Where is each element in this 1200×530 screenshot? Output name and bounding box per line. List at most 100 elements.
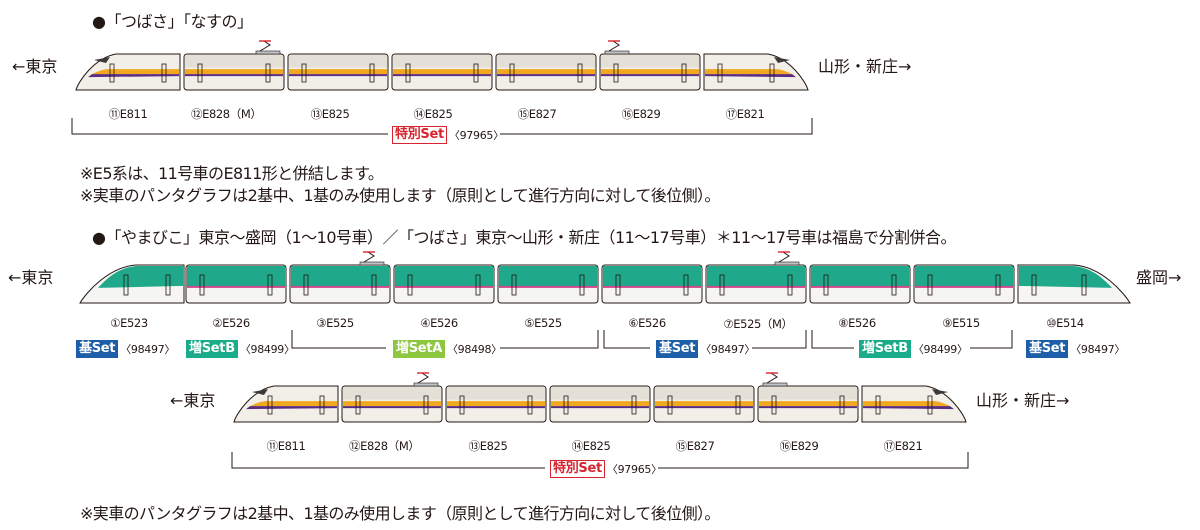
- door-icon: [509, 63, 515, 83]
- door-icon: [319, 395, 325, 415]
- e6-car-icon: [549, 385, 651, 423]
- pantograph-icon: [359, 251, 385, 266]
- set-badge: 基Set: [76, 340, 119, 358]
- door-icon: [301, 63, 307, 83]
- door-icon: [891, 274, 897, 296]
- set-code: 〈97965〉: [606, 463, 662, 476]
- set-bracket-line: [231, 452, 545, 469]
- e6-car-icon: [757, 385, 859, 423]
- car-label: ⑯E829: [779, 439, 819, 453]
- e6-car-icon: [287, 53, 389, 91]
- e5-nose-car-icon: [1017, 264, 1131, 304]
- section2-set-5: 増SetB 〈98499〉: [859, 340, 968, 358]
- e5-car-icon: [185, 264, 287, 304]
- set-badge: 特別Set: [392, 126, 447, 144]
- train-e6-bottom: [233, 372, 967, 423]
- door-icon: [369, 63, 375, 83]
- door-icon: [407, 274, 413, 296]
- door-icon: [423, 395, 429, 415]
- car-label: ⑫E828（M）: [349, 439, 420, 453]
- door-icon: [265, 63, 271, 83]
- e6-nose-car-icon: [75, 53, 181, 91]
- set-badge: 基Set: [656, 340, 699, 358]
- door-icon: [475, 274, 481, 296]
- e6-car-icon: [445, 385, 547, 423]
- section2-set-1: 基Set 〈98497〉: [76, 340, 175, 358]
- note-line: ※実車のパンタグラフは2基中、1基のみ使用します（原則として進行方向に対して後位…: [80, 504, 720, 523]
- e5-car-icon: [497, 264, 599, 304]
- door-icon: [717, 63, 723, 83]
- car-label: ⑭E825: [413, 107, 453, 121]
- section2-set-2: 増SetB 〈98499〉: [186, 340, 295, 358]
- door-icon: [199, 274, 205, 296]
- e6-nose-car-icon: [703, 53, 809, 91]
- e6-nose-car-icon: [233, 385, 339, 423]
- section2-set-6: 基Set 〈98497〉: [1026, 340, 1125, 358]
- door-icon: [473, 63, 479, 83]
- car-label: ⑬E825: [310, 107, 350, 121]
- door-icon: [927, 274, 933, 296]
- note-line: ※E5系は、11号車のE811形と併結します。: [80, 164, 384, 183]
- e6-car-icon: [599, 53, 701, 91]
- car-label: ①E523: [110, 316, 148, 330]
- section1-right-destination: 山形・新庄→: [818, 57, 912, 76]
- e6-car-icon: [341, 385, 443, 423]
- door-icon: [1081, 274, 1087, 296]
- set-badge: 増SetA: [393, 340, 445, 358]
- e6-car-icon: [183, 53, 285, 91]
- section1-set-tokubetsu: 特別Set 〈97965〉: [392, 126, 504, 144]
- door-icon: [995, 274, 1001, 296]
- car-label: ④E526: [420, 316, 458, 330]
- car-label: ⑫E828（M）: [191, 107, 262, 121]
- door-icon: [165, 274, 171, 296]
- set-brackets: [71, 118, 1013, 469]
- section1-heading: ●「つばさ」「なすの」: [92, 12, 253, 31]
- set-badge: 特別Set: [550, 460, 605, 478]
- door-icon: [267, 395, 273, 415]
- car-label: ⑧E526: [838, 316, 876, 330]
- section3-set-tokubetsu: 特別Set 〈97965〉: [550, 460, 662, 478]
- door-icon: [735, 395, 741, 415]
- set-badge: 増SetB: [859, 340, 911, 358]
- e5-car-icon: [913, 264, 1015, 304]
- door-icon: [1031, 274, 1037, 296]
- set-badge: 基Set: [1026, 340, 1069, 358]
- e6-car-icon: [495, 53, 597, 91]
- set-badge: 増SetB: [186, 340, 238, 358]
- door-icon: [615, 274, 621, 296]
- e5-car-icon: [393, 264, 495, 304]
- door-icon: [927, 395, 933, 415]
- door-icon: [303, 274, 309, 296]
- door-icon: [197, 63, 203, 83]
- e5-nose-car-icon: [79, 264, 185, 304]
- car-label: ⑤E525: [524, 316, 562, 330]
- set-code: 〈97965〉: [448, 129, 504, 142]
- car-label: ⑭E825: [571, 439, 611, 453]
- set-bracket-line: [603, 330, 650, 349]
- car-label: ⑥E526: [628, 316, 666, 330]
- section2-heading: ●「やまびこ」東京～盛岡（1～10号車）／「つばさ」東京～山形・新庄（11～17…: [92, 228, 956, 247]
- car-label: ⑪E811: [108, 107, 148, 121]
- door-icon: [109, 63, 115, 83]
- set-bracket-line: [291, 330, 386, 349]
- set-code: 〈98497〉: [1070, 343, 1126, 356]
- section2-left-destination: ←東京: [8, 268, 54, 287]
- pantograph-icon: [774, 251, 800, 266]
- set-bracket-line: [970, 330, 1013, 349]
- door-icon: [405, 63, 411, 83]
- car-label: ⑮E827: [517, 107, 557, 121]
- e6-nose-car-icon: [861, 385, 967, 423]
- set-code: 〈98497〉: [700, 343, 756, 356]
- door-icon: [527, 395, 533, 415]
- door-icon: [631, 395, 637, 415]
- set-bracket-line: [71, 118, 388, 135]
- car-label: ②E526: [212, 316, 250, 330]
- door-icon: [787, 274, 793, 296]
- section3-right-destination: 山形・新庄→: [976, 391, 1070, 410]
- set-bracket-line: [752, 330, 807, 349]
- section1-left-destination: ←東京: [12, 57, 58, 76]
- door-icon: [683, 274, 689, 296]
- set-bracket-line: [500, 118, 813, 135]
- e6-car-icon: [391, 53, 493, 91]
- car-label: ⑰E821: [883, 439, 923, 453]
